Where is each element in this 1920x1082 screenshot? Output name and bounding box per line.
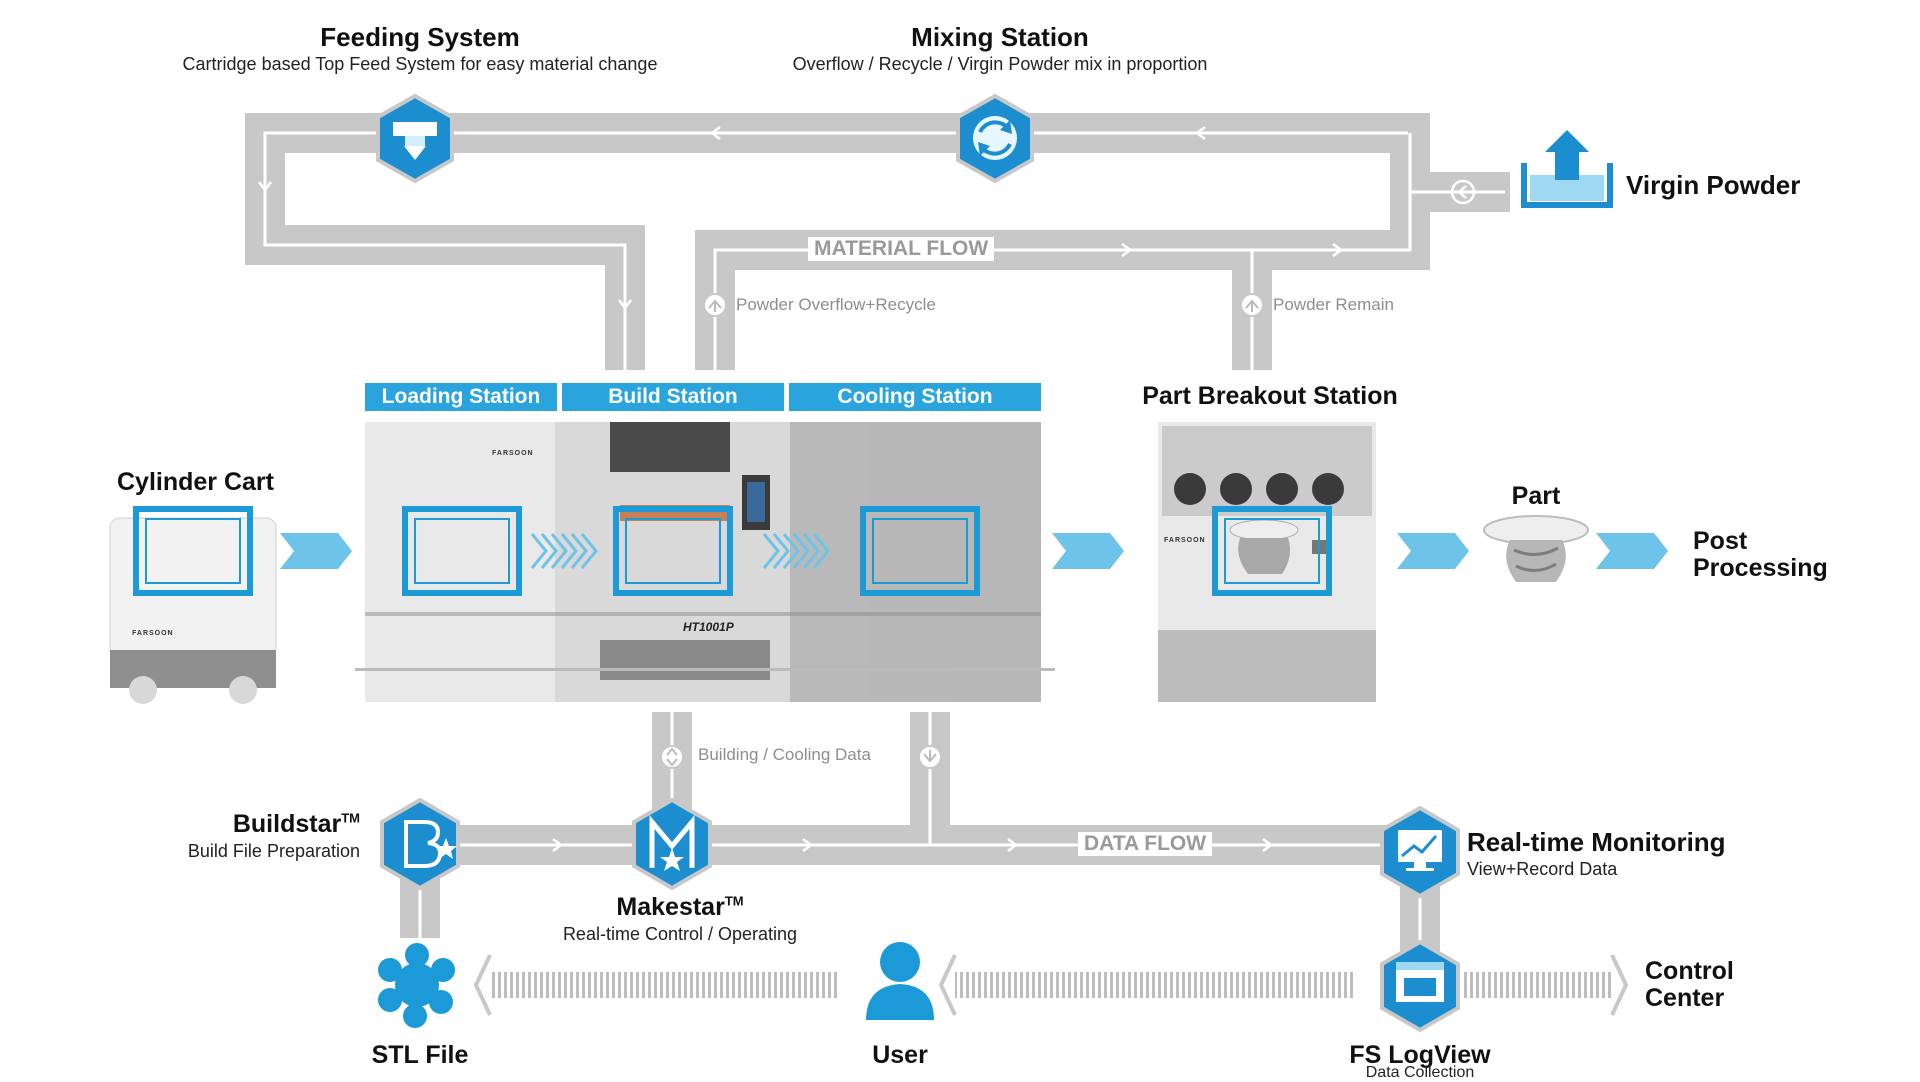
material-flow-label: MATERIAL FLOW bbox=[808, 237, 995, 261]
user-label: User bbox=[872, 1041, 928, 1069]
buildstar-tm: TM bbox=[341, 810, 360, 826]
monitoring-icon bbox=[1380, 805, 1460, 899]
feeding-system-title: Feeding System bbox=[320, 22, 520, 52]
logview-title: FS LogView bbox=[1349, 1041, 1491, 1069]
mixing-station-title: Mixing Station bbox=[911, 22, 1089, 52]
data-updown-arrow-icon bbox=[660, 745, 684, 769]
stl-file-icon bbox=[378, 943, 455, 1028]
mixing-station-subtitle: Overflow / Recycle / Virgin Powder mix i… bbox=[792, 54, 1208, 74]
data-flow-pipes bbox=[400, 712, 1440, 955]
control-center-line-2: Center bbox=[1645, 984, 1725, 1012]
buildstar-icon bbox=[380, 797, 460, 891]
virgin-powder-icon bbox=[1521, 130, 1613, 208]
breakout-part-image bbox=[1229, 519, 1299, 574]
cylinder-cart-label: Cylinder Cart bbox=[117, 468, 274, 496]
transfer-chevrons bbox=[530, 533, 830, 569]
monitoring-title: Real-time Monitoring bbox=[1467, 827, 1726, 857]
feeding-system-icon bbox=[376, 93, 454, 184]
stl-file-label: STL File bbox=[371, 1041, 469, 1069]
build-station-label: Build Station bbox=[562, 383, 784, 411]
material-flow-arrows bbox=[258, 126, 1344, 311]
buildstar-title-text: Buildstar bbox=[232, 810, 342, 838]
virgin-powder-label: Virgin Powder bbox=[1626, 170, 1801, 200]
process-chevrons bbox=[280, 533, 1668, 569]
logview-icon bbox=[1380, 939, 1460, 1033]
building-cooling-data-label: Building / Cooling Data bbox=[698, 745, 871, 764]
makestar-subtitle: Real-time Control / Operating bbox=[562, 924, 798, 944]
powder-remain-label: Powder Remain bbox=[1273, 295, 1394, 314]
part-breakout-label: Part Breakout Station bbox=[1142, 382, 1398, 410]
cylinder-frames bbox=[133, 506, 1332, 596]
part-label: Part bbox=[1511, 482, 1561, 510]
makestar-icon bbox=[632, 797, 712, 891]
data-flow-label: DATA FLOW bbox=[1078, 832, 1213, 856]
mixing-station-icon bbox=[956, 93, 1034, 184]
feeding-system-subtitle: Cartridge based Top Feed System for easy… bbox=[182, 54, 658, 74]
buildstar-title: BuildstarTM bbox=[160, 810, 360, 839]
user-data-bars bbox=[473, 954, 1629, 1016]
loading-station-label: Loading Station bbox=[365, 383, 557, 411]
post-processing-label: Post Processing bbox=[1693, 528, 1828, 582]
buildstar-subtitle: Build File Preparation bbox=[187, 841, 360, 861]
makestar-title: MakestarTM bbox=[560, 893, 800, 922]
powder-overflow-label: Powder Overflow+Recycle bbox=[736, 295, 936, 314]
machine-model-text: HT1001P bbox=[683, 620, 734, 634]
makestar-tm: TM bbox=[724, 893, 744, 909]
post-processing-line-2: Processing bbox=[1693, 554, 1828, 582]
breakout-brand-text: FARSOON bbox=[1164, 537, 1206, 544]
logview-subtitle: Data Collection bbox=[1365, 1064, 1475, 1081]
part-breakout-machine bbox=[1158, 422, 1376, 702]
control-center-label: Control Center bbox=[1645, 958, 1734, 1012]
cart-brand-text: FARSOON bbox=[132, 630, 174, 637]
user-icon bbox=[866, 942, 934, 1020]
virgin-inlet-arrow-icon bbox=[1450, 179, 1476, 205]
post-processing-line-1: Post bbox=[1693, 527, 1748, 555]
part-image bbox=[1483, 515, 1589, 582]
control-center-line-1: Control bbox=[1645, 957, 1734, 985]
cylinder-inner-frames bbox=[145, 518, 1320, 584]
printer-machine bbox=[355, 422, 1055, 702]
makestar-title-text: Makestar bbox=[616, 893, 725, 921]
cooling-station-label: Cooling Station bbox=[789, 383, 1041, 411]
machine-brand-text: FARSOON bbox=[492, 450, 534, 457]
monitoring-subtitle: View+Record Data bbox=[1467, 859, 1618, 879]
data-flow-arrows bbox=[552, 838, 1274, 852]
cylinder-cart bbox=[109, 517, 277, 704]
